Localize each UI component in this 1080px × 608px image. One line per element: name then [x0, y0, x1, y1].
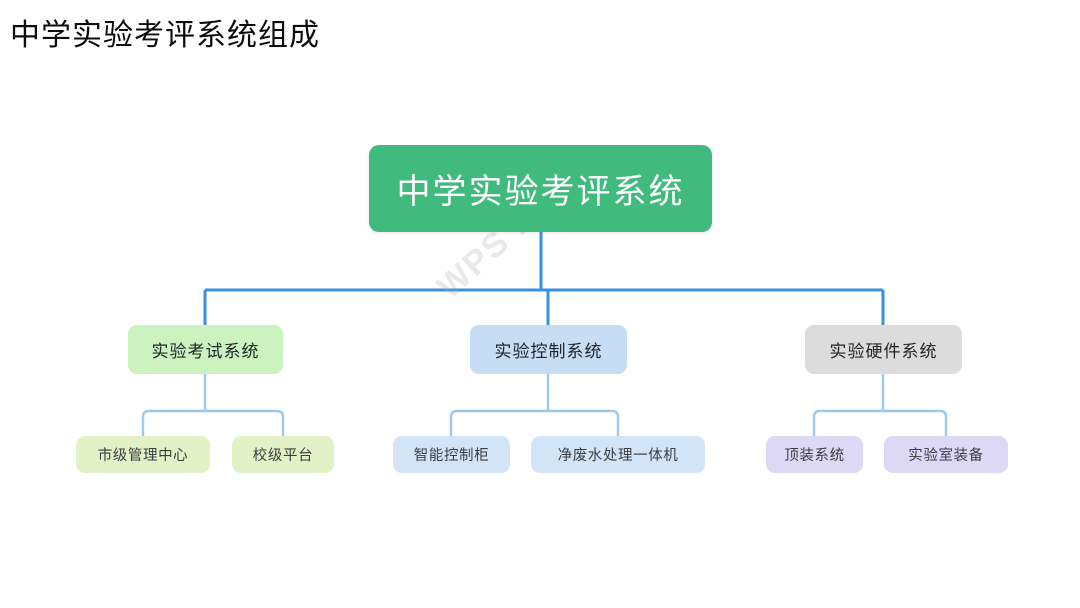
mindmap-leaf-wastewater-treatment-machine[interactable]: 净废水处理一体机 — [531, 436, 705, 473]
connector-branch-3-to-leaf-1 — [812, 409, 883, 436]
mindmap-branch-hardware-system[interactable]: 实验硬件系统 — [805, 325, 962, 374]
mindmap-leaf-city-management-center[interactable]: 市级管理中心 — [76, 436, 210, 473]
mindmap-root-node[interactable]: 中学实验考评系统 — [369, 145, 712, 232]
mindmap-branch-control-system[interactable]: 实验控制系统 — [470, 325, 627, 374]
connector-branch-1-to-leaf-1 — [141, 409, 205, 436]
mindmap-leaf-top-mounted-system[interactable]: 顶装系统 — [766, 436, 863, 473]
connector-branch-2-to-leaf-2 — [548, 409, 620, 436]
connector-branch-3-to-leaf-2 — [883, 409, 948, 436]
mindmap-branch-exam-system[interactable]: 实验考试系统 — [128, 325, 283, 374]
mindmap-leaf-laboratory-equipment[interactable]: 实验室装备 — [884, 436, 1008, 473]
connector-branch-2-to-leaf-1 — [449, 409, 548, 436]
page-title: 中学实验考评系统组成 — [10, 19, 320, 52]
mindmap-leaf-school-platform[interactable]: 校级平台 — [232, 436, 334, 473]
mindmap-leaf-smart-control-cabinet[interactable]: 智能控制柜 — [393, 436, 510, 473]
connector-branch-1-to-leaf-2 — [205, 409, 285, 436]
